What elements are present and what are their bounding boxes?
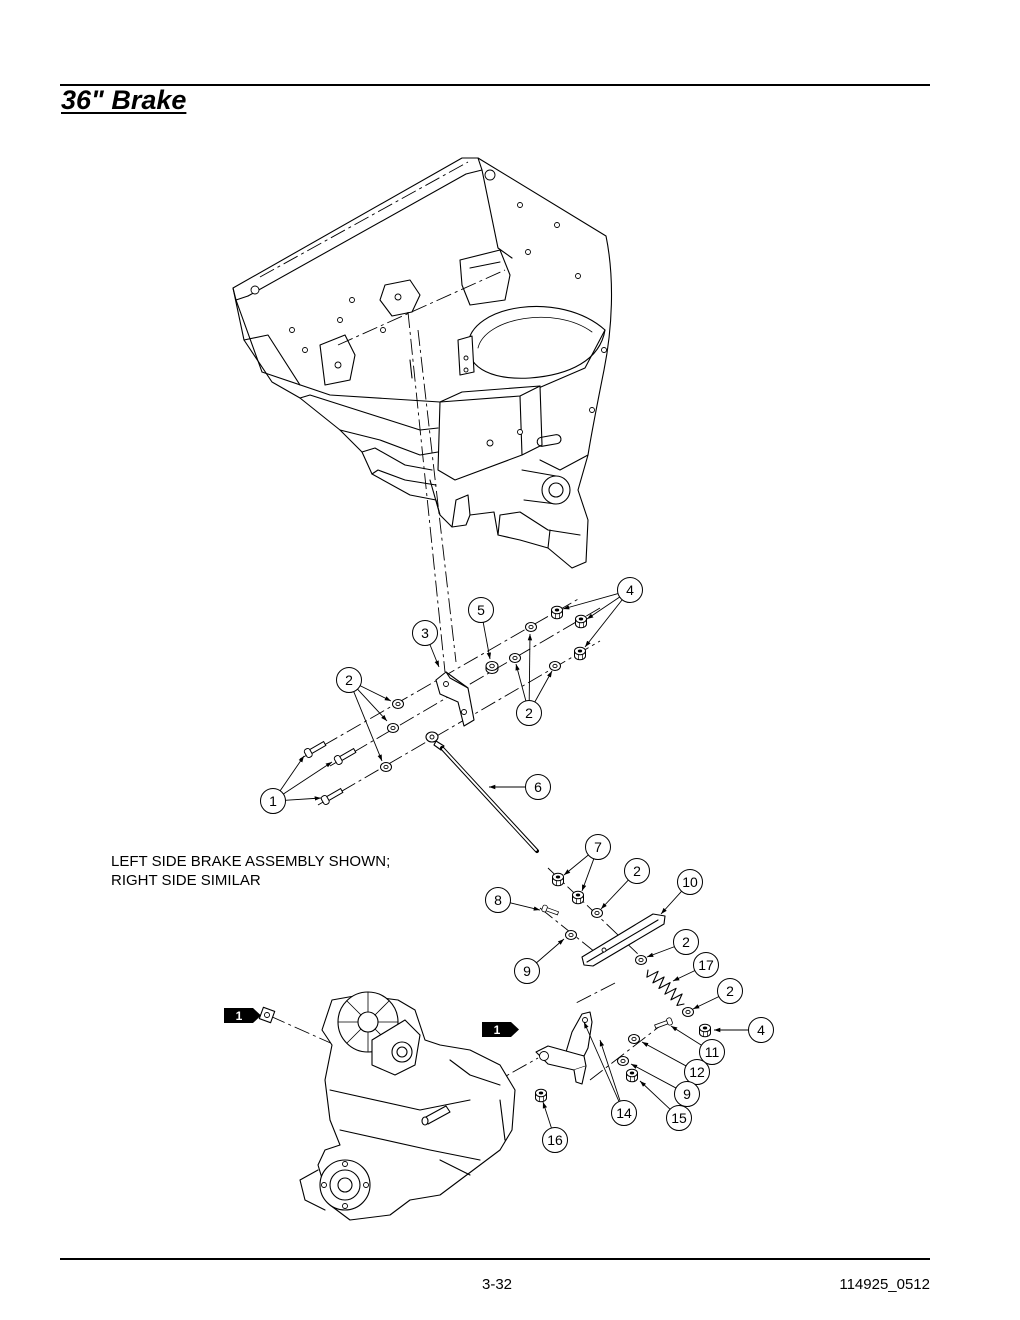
bolt-8 (540, 904, 560, 917)
document-id: 114925_0512 (839, 1276, 930, 1293)
callout-number: 5 (477, 602, 485, 618)
brake-cam-lever (371, 1019, 421, 1076)
callout-number: 16 (547, 1132, 563, 1148)
chassis-frame (232, 157, 613, 569)
callout-number: 14 (616, 1105, 632, 1121)
callout-number: 7 (594, 839, 602, 855)
washer-2-left-middle (387, 723, 399, 733)
washer-9-lower (617, 1056, 629, 1066)
callout-item-6: 6 (525, 774, 551, 800)
callout-item-4-spring-nut: 4 (748, 1017, 774, 1043)
spring-17 (646, 969, 685, 1007)
reference-badge-transaxle: 1 (224, 1008, 261, 1023)
washer-12 (628, 1034, 640, 1044)
callout-item-14: 14 (611, 1100, 637, 1126)
brake-rod-6 (425, 731, 539, 853)
callout-number: 4 (626, 582, 634, 598)
header-rule (60, 84, 930, 86)
nut-4-middle (575, 614, 587, 629)
callout-number: 9 (683, 1086, 691, 1102)
assembly-note-line-2: RIGHT SIDE SIMILAR (111, 872, 261, 889)
callout-item-12: 12 (684, 1059, 710, 1085)
bushing-5 (485, 661, 499, 674)
callout-number: 17 (698, 957, 714, 973)
badge-number: 1 (494, 1023, 501, 1037)
brake-lever-14 (535, 1011, 593, 1085)
callout-number: 4 (757, 1022, 765, 1038)
page-number: 3-32 (481, 1276, 513, 1293)
callout-item-9-lower: 9 (674, 1081, 700, 1107)
washer-2-left-upper (392, 699, 404, 709)
callout-number: 11 (705, 1044, 720, 1060)
callout-item-17: 17 (693, 952, 719, 978)
bolt-11 (653, 1016, 674, 1031)
callout-number: 9 (523, 963, 531, 979)
callout-item-7: 7 (585, 834, 611, 860)
callout-item-8: 8 (485, 887, 511, 913)
washer-2-spring-top (635, 955, 647, 965)
callout-number: 2 (345, 672, 353, 688)
callout-item-10: 10 (677, 869, 703, 895)
washer-9-upper (565, 930, 577, 940)
nut-15 (626, 1068, 638, 1083)
brake-bracket-assembly (302, 605, 587, 853)
jam-nut-7-upper (552, 872, 564, 887)
square-washer (258, 1006, 276, 1024)
callout-number: 2 (525, 705, 533, 721)
callout-number: 2 (682, 934, 690, 950)
brake-arm-10 (581, 913, 666, 967)
callout-item-9-upper: 9 (514, 958, 540, 984)
callout-number: 3 (421, 625, 429, 641)
page-title: 36" Brake (61, 85, 187, 115)
bolt-1-middle (332, 746, 358, 766)
washer-2-right-upper (525, 622, 537, 632)
callout-number: 15 (671, 1110, 687, 1126)
callout-item-15: 15 (666, 1105, 692, 1131)
callout-item-2-right-washers: 2 (516, 700, 542, 726)
washer-2-spring-bottom (682, 1007, 694, 1017)
callout-item-2-spring-top: 2 (673, 929, 699, 955)
washer-2-right-lower (549, 661, 561, 671)
callout-item-5: 5 (468, 597, 494, 623)
nut-4-upper (551, 605, 563, 620)
callout-number: 1 (269, 793, 277, 809)
leader-arrows (279, 592, 749, 1129)
nut-4-lower (574, 646, 586, 661)
brake-bracket-3 (435, 671, 475, 727)
washer-2-rod (591, 908, 603, 918)
callout-item-2-spring-bottom: 2 (717, 978, 743, 1004)
nut-4-spring (699, 1023, 711, 1038)
callout-item-2-left-washers: 2 (336, 667, 362, 693)
assembly-note-line-1: LEFT SIDE BRAKE ASSEMBLY SHOWN; (111, 853, 391, 870)
callout-number: 8 (494, 892, 502, 908)
footer-rule (60, 1258, 930, 1260)
washer-2-right-middle (509, 653, 521, 663)
reference-badge-lever: 1 (482, 1022, 519, 1037)
washer-2-left-lower (380, 762, 392, 772)
callout-number: 2 (726, 983, 734, 999)
transaxle (258, 991, 516, 1221)
callout-number: 2 (633, 863, 641, 879)
callout-item-11: 11 (699, 1039, 725, 1065)
callout-item-4-nuts: 4 (617, 577, 643, 603)
bolt-1-lower (319, 786, 345, 806)
callout-item-1: 1 (260, 788, 286, 814)
callout-number: 6 (534, 779, 542, 795)
bolt-1-upper (302, 739, 328, 759)
axle-hub (299, 1159, 371, 1211)
jam-nut-7-lower (572, 890, 584, 905)
nut-16 (535, 1088, 547, 1103)
badge-number: 1 (236, 1009, 243, 1023)
callout-item-3: 3 (412, 620, 438, 646)
callout-number: 10 (682, 874, 698, 890)
callout-item-2-rod-washer: 2 (624, 858, 650, 884)
callout-number: 12 (689, 1064, 705, 1080)
callout-item-16: 16 (542, 1127, 568, 1153)
brake-lever-assembly (535, 872, 711, 1103)
callouts: 4 5 3 2 2 6 1 7 2 10 8 2 9 17 2 4 11 12 … (260, 577, 774, 1153)
